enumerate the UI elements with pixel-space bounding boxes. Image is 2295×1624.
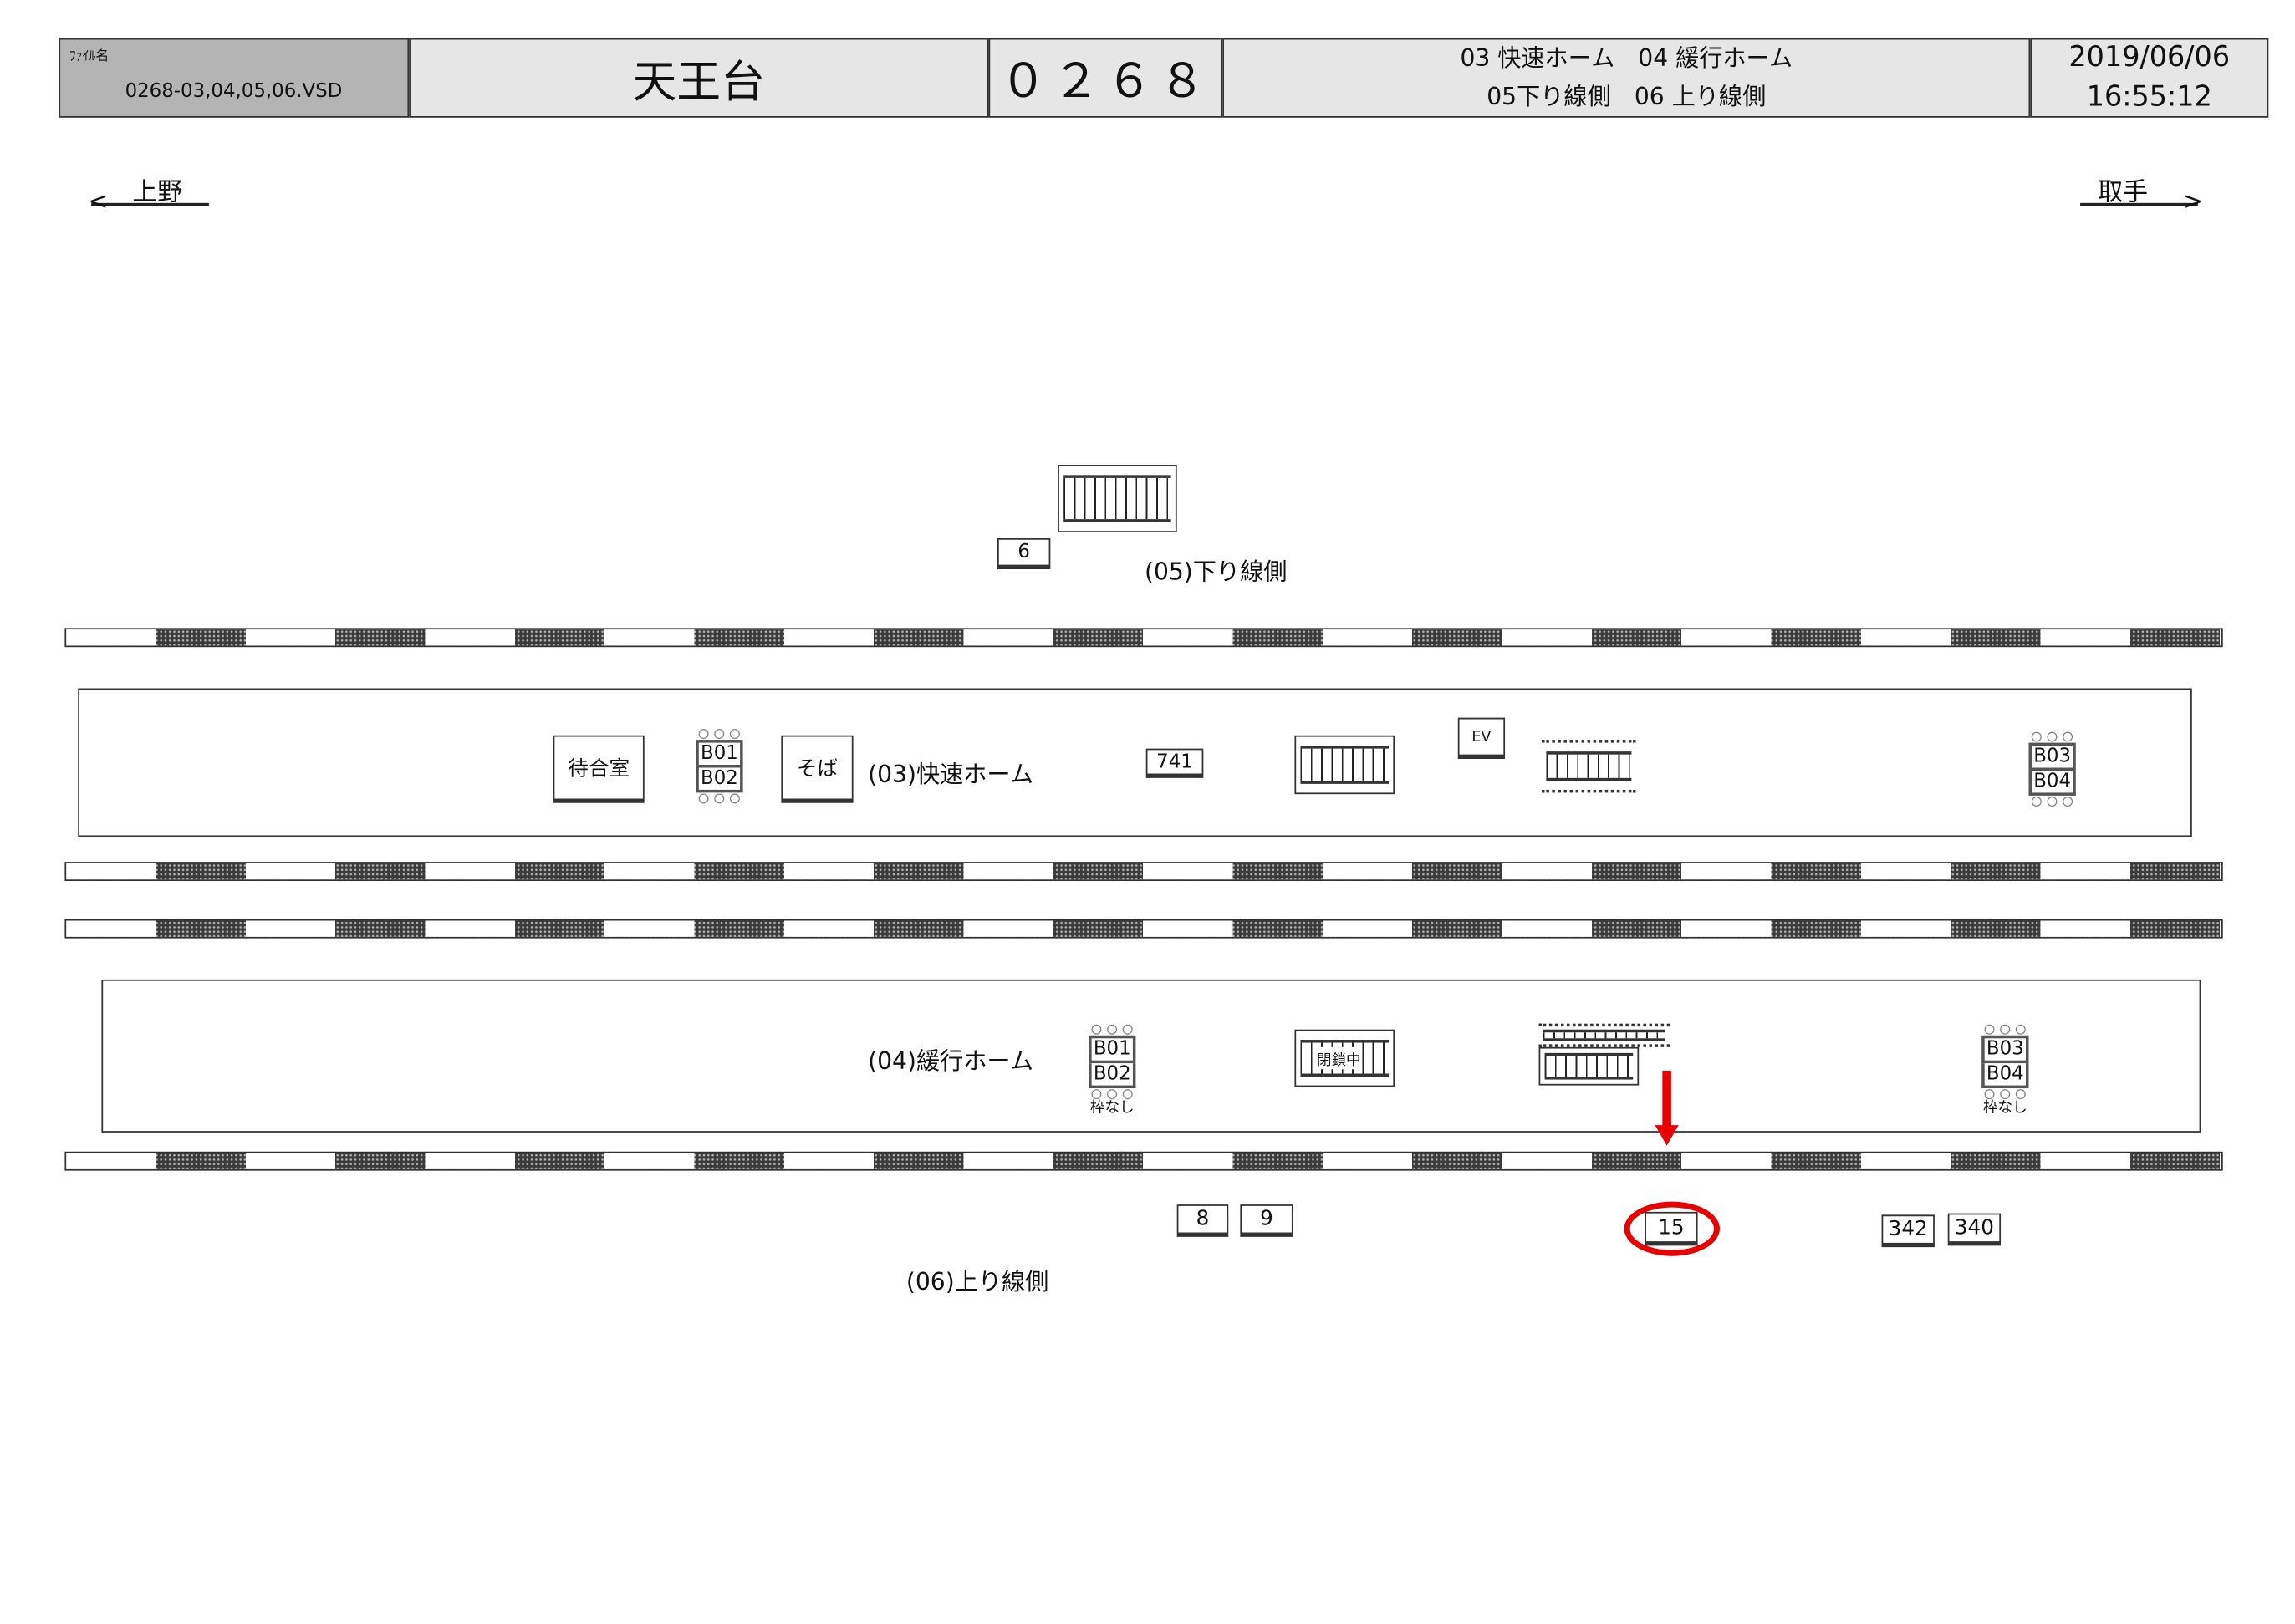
closed-stairs: 閉鎖中 xyxy=(1294,1029,1395,1087)
bench-label: B01 xyxy=(696,740,743,768)
bench-label: B03 xyxy=(2028,742,2076,771)
arrow-left-head-icon: < xyxy=(88,186,109,215)
lines-row2: 05下り線側 06 上り線側 xyxy=(1487,82,1767,110)
arrow-right-icon xyxy=(2080,202,2198,206)
datetime-cell: 2019/06/06 16:55:12 xyxy=(2030,38,2269,118)
highlight-circle xyxy=(1624,1201,1720,1256)
stairs-icon xyxy=(1058,465,1177,532)
bench-note: 枠なし xyxy=(1982,1100,2027,1117)
platform04-label: (04)緩行ホーム xyxy=(868,1046,1033,1076)
bench-b01-b02: B01 B02 枠なし xyxy=(1089,1023,1136,1118)
direction-right-label: 取手 xyxy=(2098,177,2149,208)
bench-b03-b04: B03 B04 xyxy=(2028,731,2076,808)
platform-04 xyxy=(101,979,2201,1133)
bench-label: B01 xyxy=(1089,1035,1136,1064)
station-name: 天王台 xyxy=(409,38,989,118)
stairs-icon xyxy=(1294,735,1395,795)
bench-b01-b02: B01 B02 xyxy=(696,728,743,805)
stairs-icon xyxy=(1538,1046,1640,1086)
waiting-room: 待合室 xyxy=(553,735,645,803)
board-741: 741 xyxy=(1145,748,1204,778)
arrow-right-head-icon: > xyxy=(2183,186,2203,215)
bench-label: B04 xyxy=(1981,1063,2029,1089)
bench-label: B03 xyxy=(1981,1035,2029,1064)
lines-row1: 03 快速ホーム 04 緩行ホーム xyxy=(1460,43,1793,73)
bench-label: B02 xyxy=(1089,1063,1136,1089)
board-8: 8 xyxy=(1176,1204,1229,1237)
lines-cell: 03 快速ホーム 04 緩行ホーム 05下り線側 06 上り線側 xyxy=(1222,38,2031,118)
board-9: 9 xyxy=(1240,1204,1293,1237)
file-name: 0268-03,04,05,06.VSD xyxy=(125,80,343,104)
file-label: ﾌｧｲﾙ名 xyxy=(69,49,110,65)
board-340: 340 xyxy=(1947,1213,2002,1246)
track-03 xyxy=(64,862,2223,882)
track05-label: (05)下り線側 xyxy=(1144,557,1288,586)
board-6: 6 xyxy=(997,538,1051,569)
file-cell: ﾌｧｲﾙ名 0268-03,04,05,06.VSD xyxy=(59,38,410,118)
closed-label: 閉鎖中 xyxy=(1316,1046,1361,1070)
elevator: EV xyxy=(1457,717,1506,759)
escalator-icon xyxy=(1538,1023,1670,1047)
platform03-label: (03)快速ホーム xyxy=(868,760,1033,789)
time: 16:55:12 xyxy=(2086,80,2212,114)
station-code: ０２６８ xyxy=(988,38,1223,118)
bench-label: B02 xyxy=(696,767,743,793)
platform-03 xyxy=(78,688,2192,837)
red-arrow-icon xyxy=(1662,1070,1671,1127)
track-05 xyxy=(64,628,2223,648)
track-06 xyxy=(64,1151,2223,1171)
soba-stand: そば xyxy=(781,735,854,803)
bench-b03-b04: B03 B04 枠なし xyxy=(1981,1023,2029,1118)
direction-left-label: 上野 xyxy=(132,177,183,208)
red-arrow-head-icon xyxy=(1655,1125,1679,1146)
escalator-icon xyxy=(1542,740,1636,793)
bench-note: 枠なし xyxy=(1089,1100,1135,1117)
date: 2019/06/06 xyxy=(2068,41,2231,74)
board-342: 342 xyxy=(1881,1214,1935,1248)
track06-label: (06)上り線側 xyxy=(905,1267,1049,1296)
bench-label: B04 xyxy=(2028,771,2076,796)
track-04 xyxy=(64,919,2223,939)
arrow-left-icon xyxy=(91,202,209,206)
